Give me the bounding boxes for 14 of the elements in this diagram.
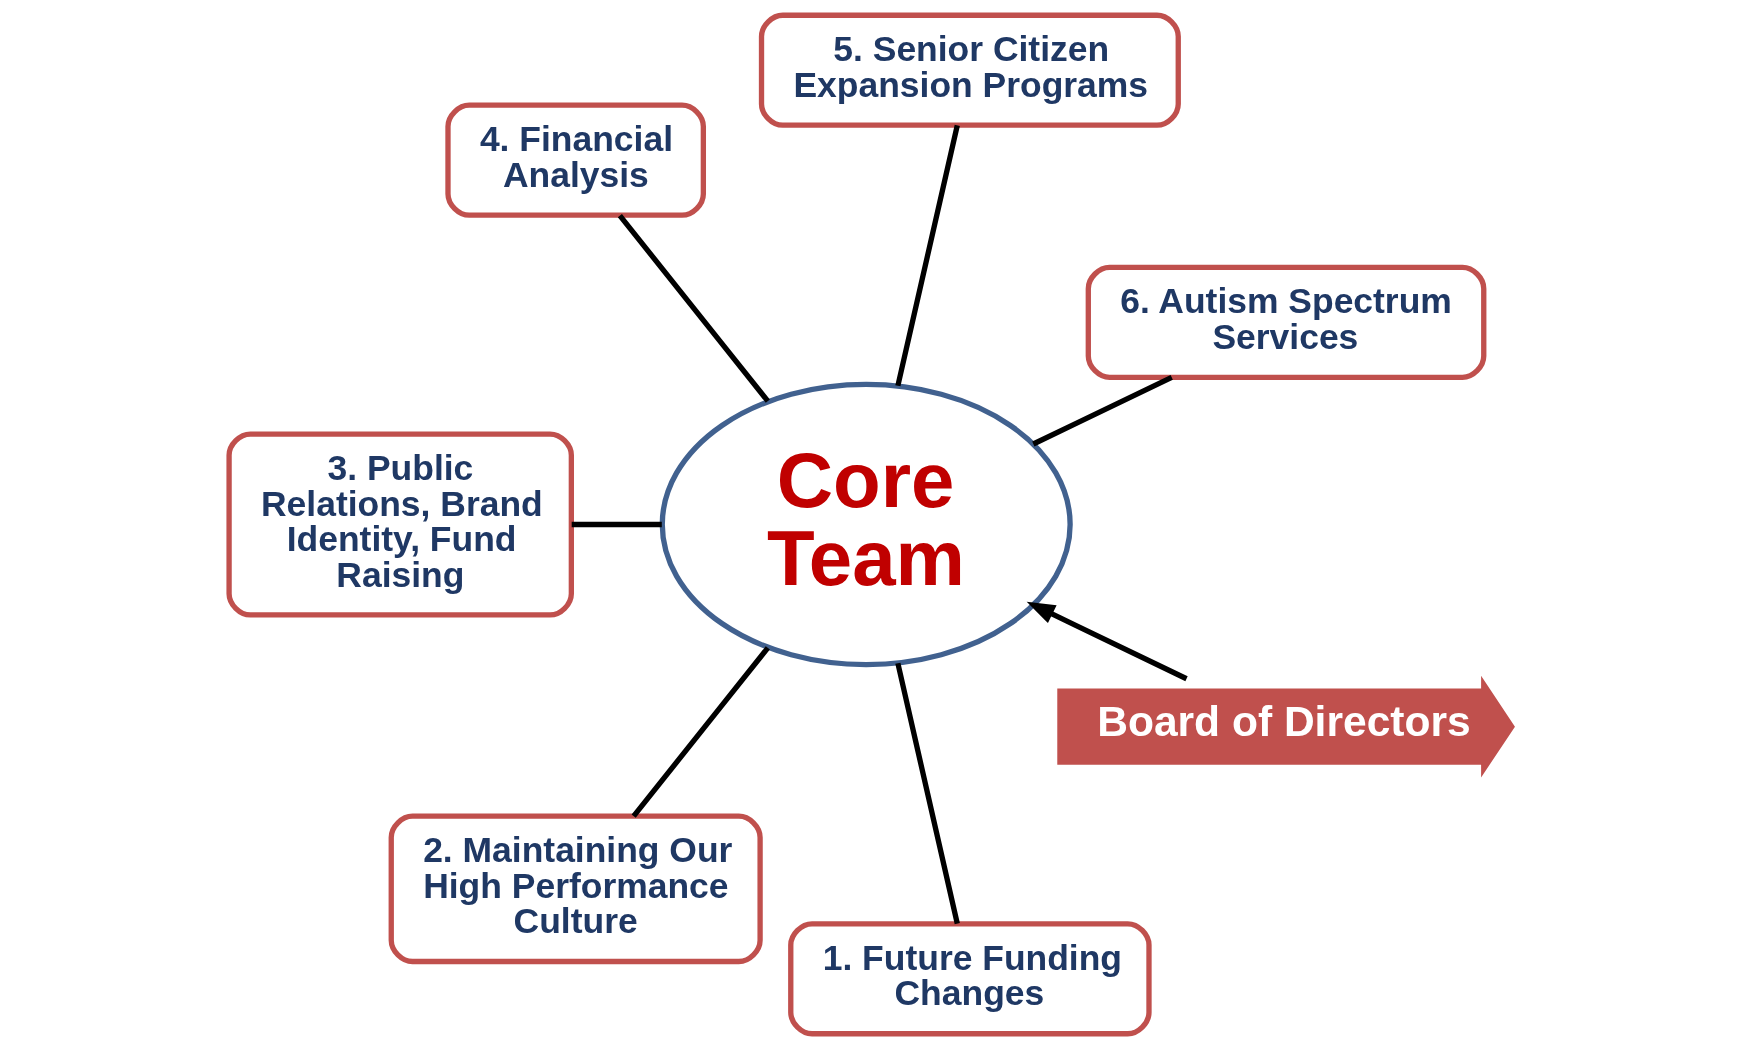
connector: [617, 213, 770, 403]
node-ellipse: Core Team: [659, 381, 1073, 668]
connector: [571, 521, 662, 528]
connector: [895, 662, 960, 925]
node-box: 6. Autism Spectrum Services: [1085, 264, 1487, 380]
connector: [1032, 374, 1173, 447]
node-box: 1. Future Funding Changes: [788, 921, 1152, 1037]
node-box: 4. Financial Analysis: [445, 102, 706, 218]
connector: [895, 124, 960, 387]
connector: [631, 646, 770, 818]
node-box: 2. Maintaining Our High Performance Culture: [388, 813, 763, 965]
node-box: 3. Public Relations, Brand Identity, Fund Raising: [226, 431, 574, 618]
node-box: 5. Senior Citizen Expansion Programs: [758, 12, 1181, 128]
arrow: [1026, 601, 1188, 682]
